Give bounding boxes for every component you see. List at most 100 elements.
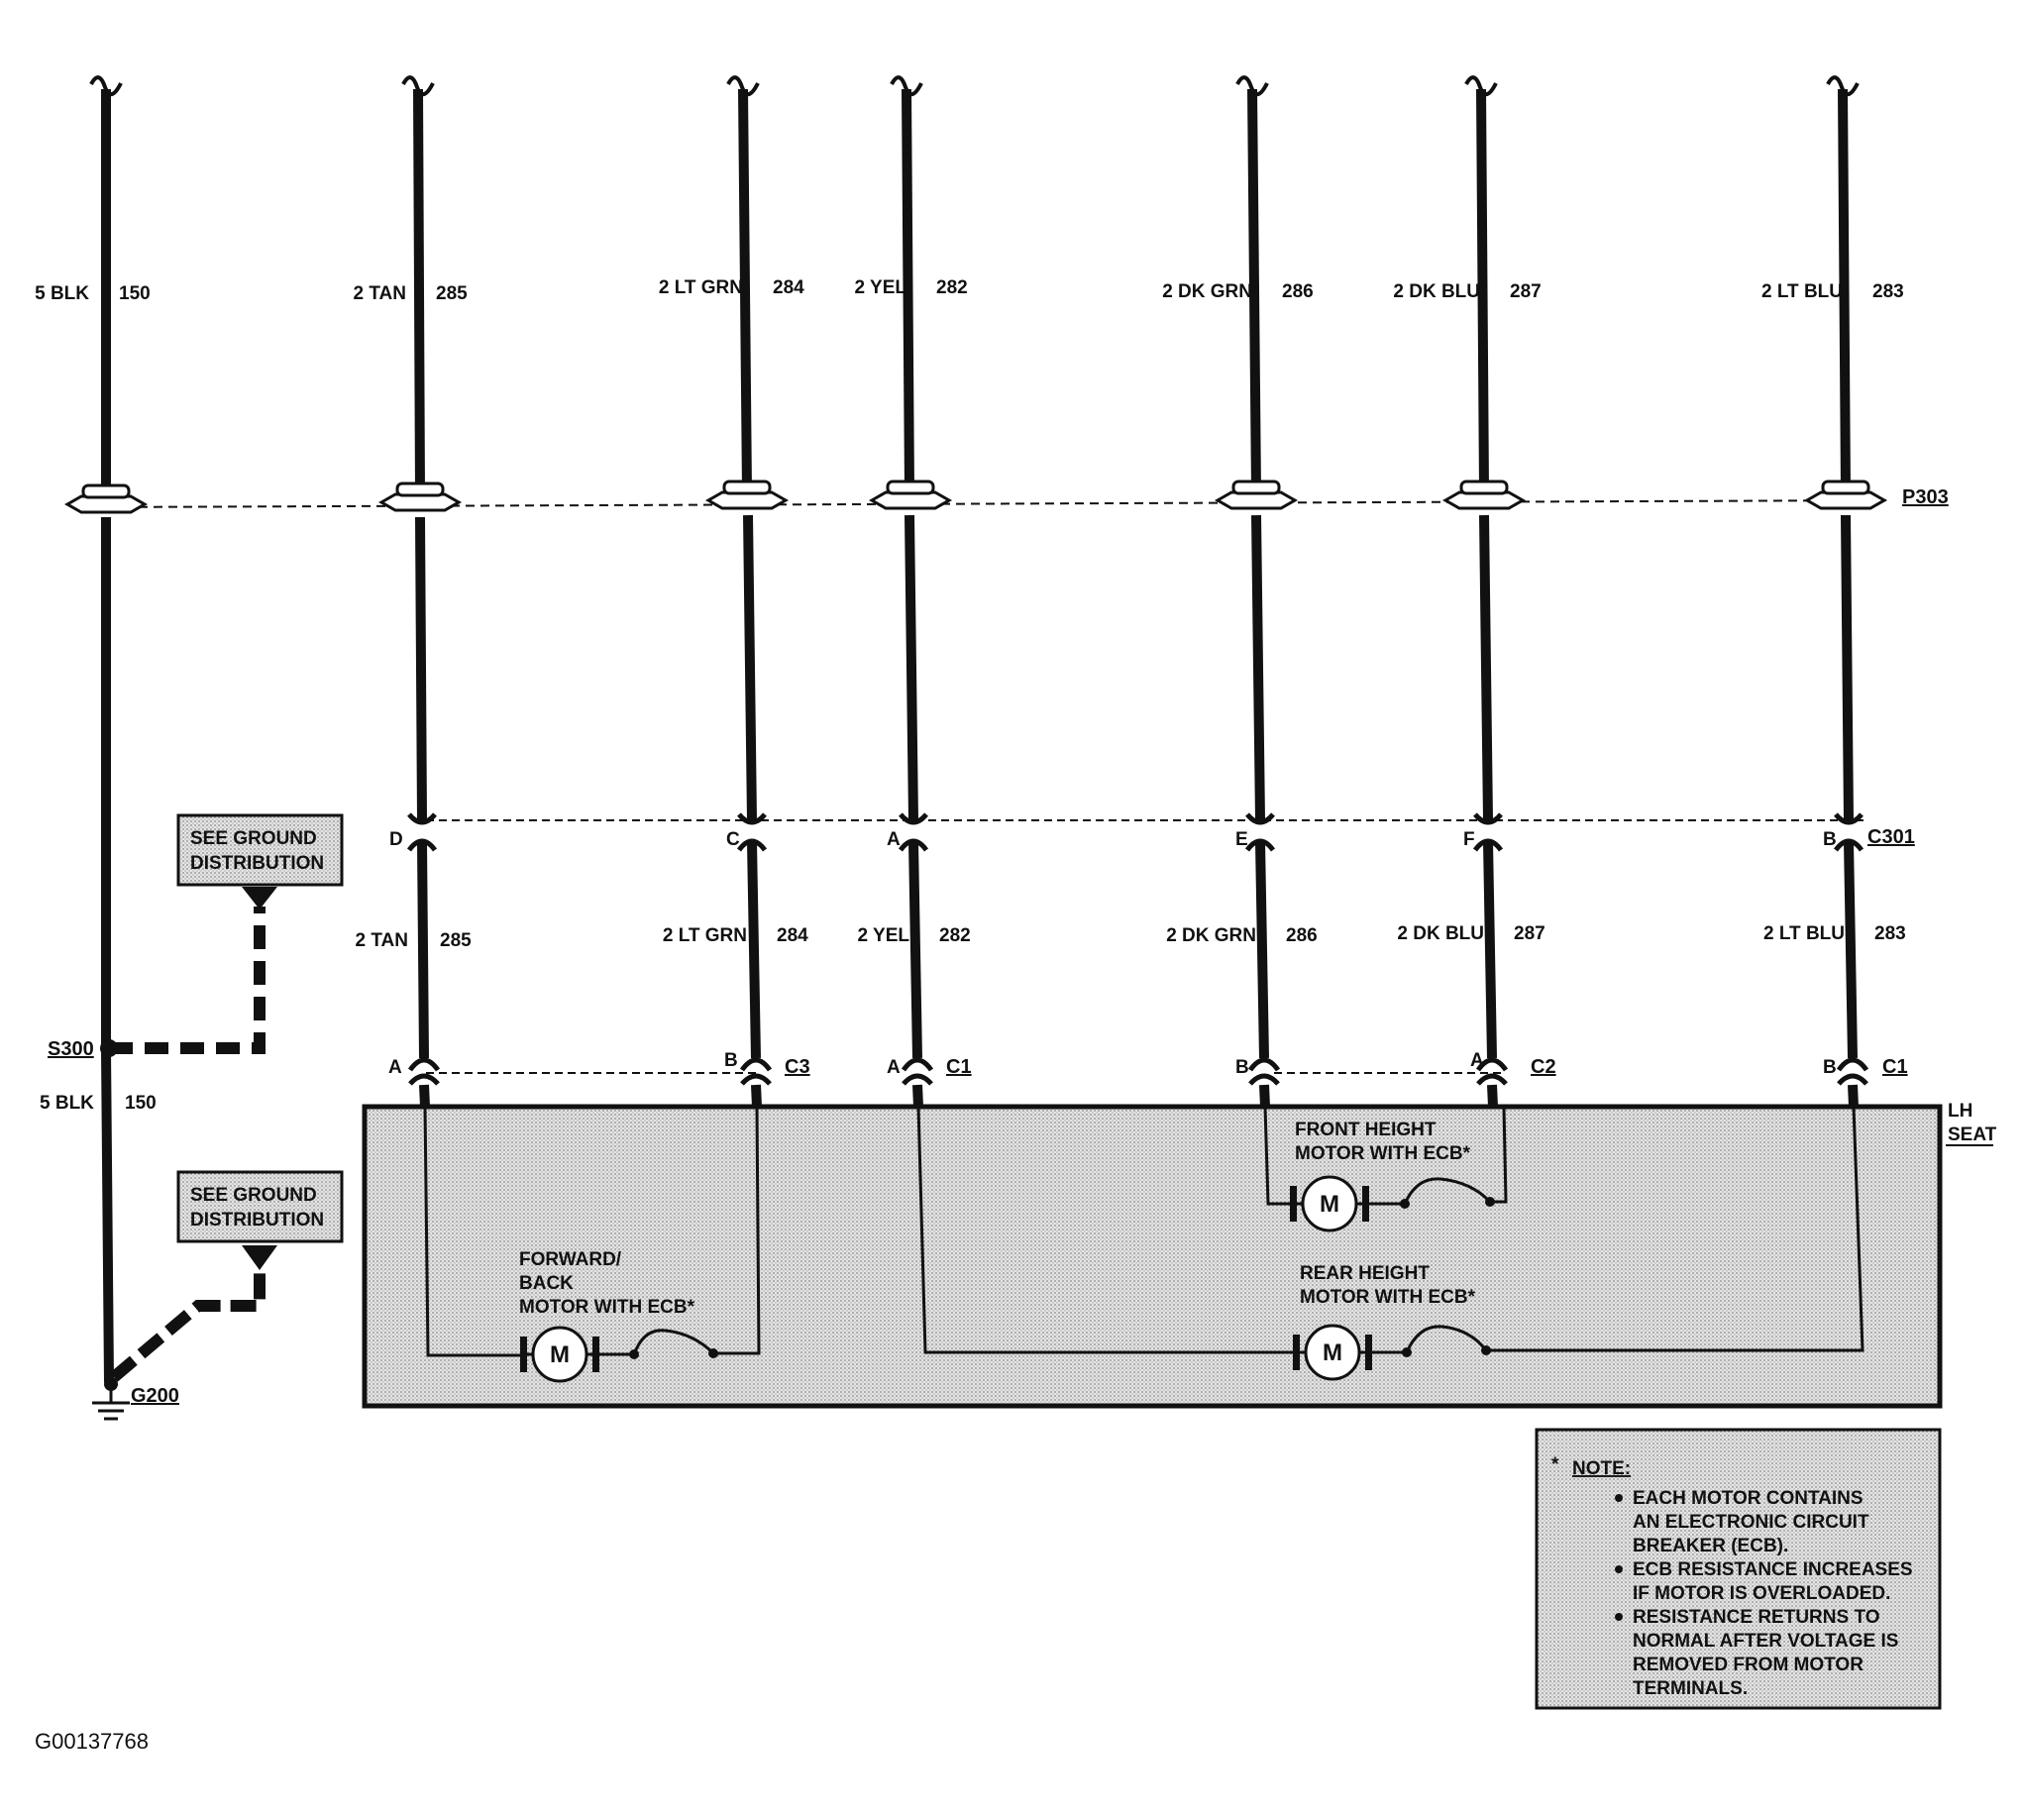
seat-connector-label-c1: C1 <box>1882 1056 1908 1078</box>
wire-285 <box>401 75 435 1108</box>
wire-color-label: 2 TAN <box>354 283 406 304</box>
p303-dashed-line <box>78 499 1893 508</box>
p303-terminal <box>377 482 463 512</box>
seat-label-line2: SEAT <box>1948 1124 1997 1145</box>
forward-back-motor-label-line-1: FORWARD/ <box>519 1249 622 1270</box>
rear-height-motor-label-line-1: REAR HEIGHT <box>1300 1263 1430 1284</box>
rear-height-motor-icon: M <box>1293 1324 1372 1381</box>
motor-symbol: M <box>1320 1191 1339 1218</box>
c301-pin <box>1833 812 1864 852</box>
c301-pin <box>406 812 438 852</box>
note-bullet-dot <box>1615 1494 1623 1502</box>
g200-dashed-leg <box>110 1271 266 1382</box>
p303-terminal <box>1214 480 1299 510</box>
wire-color-label: 2 YEL <box>858 925 910 946</box>
p303-terminal <box>1803 480 1888 510</box>
rear-height-motor-circuit <box>916 1106 1864 1354</box>
c301-pin <box>1472 812 1504 852</box>
ground-g200-icon <box>92 1377 130 1421</box>
c301-pin-label: F <box>1463 829 1475 850</box>
note-bullet-1-line-2: AN ELECTRONIC CIRCUIT <box>1633 1512 1869 1533</box>
p303-terminal <box>868 480 953 510</box>
seat-connector-pin <box>407 1057 441 1086</box>
wire-color-label: 5 BLK <box>35 283 89 304</box>
forward-back-motor-icon: M <box>520 1326 599 1383</box>
front-height-ecb-icon <box>1369 1177 1495 1209</box>
forward-back-motor-label-line-3: MOTOR WITH ECB* <box>519 1297 695 1318</box>
ground-ref-upper-line-1: SEE GROUND <box>190 828 317 849</box>
note-bullet-dot <box>1615 1565 1623 1573</box>
note-bullet-3-line-4: TERMINALS. <box>1633 1678 1748 1699</box>
wire-287 <box>1464 75 1498 1108</box>
seat-connector-label-c2: C2 <box>1531 1056 1556 1078</box>
wire-circuit-label: 282 <box>936 277 968 298</box>
wire-circuit-label: 283 <box>1872 281 1904 302</box>
forward-back-motor-circuit <box>423 1106 761 1357</box>
seat-connector-pin-label: A <box>887 1057 901 1078</box>
wire-150 <box>89 75 123 1383</box>
seat-connector-pin <box>1836 1057 1869 1086</box>
front-height-motor-label-line-1: FRONT HEIGHT <box>1295 1120 1437 1140</box>
wire-circuit-label: 283 <box>1874 923 1906 944</box>
seat-connector-pin-label: A <box>1470 1050 1484 1071</box>
c301-pin <box>1244 812 1276 852</box>
wire-circuit-label: 286 <box>1286 925 1318 946</box>
seat-label-line1: LH <box>1948 1101 1972 1122</box>
s300-label: S300 <box>48 1038 94 1060</box>
p303-terminal <box>704 480 790 510</box>
wire-circuit-label: 285 <box>440 930 472 951</box>
wire-color-label: 2 YEL <box>855 277 907 298</box>
c301-label: C301 <box>1867 826 1915 848</box>
wire-circuit-label: 286 <box>1282 281 1314 302</box>
note-bullet-1-line-3: BREAKER (ECB). <box>1633 1536 1788 1556</box>
p303-terminal <box>1441 480 1527 510</box>
note-bullet-3-line-3: REMOVED FROM MOTOR <box>1633 1655 1864 1675</box>
wire-284 <box>726 75 762 1108</box>
motor-symbol: M <box>1323 1339 1342 1366</box>
front-height-motor-icon: M <box>1290 1175 1369 1232</box>
wire-color-label: 2 DK BLU <box>1393 281 1480 302</box>
s300-splice-dot <box>100 1039 118 1057</box>
front-height-motor-circuit <box>1263 1106 1508 1206</box>
seat-connector-pin-label: B <box>1823 1057 1837 1078</box>
ground-ref-box-lower: SEE GROUND DISTRIBUTION <box>176 1170 344 1270</box>
wire-color-label: 2 LT GRN <box>663 925 747 946</box>
wire-282 <box>890 75 923 1108</box>
wire-circuit-label: 282 <box>939 925 971 946</box>
seat-connector-label-c1: C1 <box>946 1056 972 1078</box>
seat-connector-pin-label: B <box>724 1050 738 1071</box>
c301-pin <box>736 812 768 852</box>
seat-connector-pin <box>1247 1057 1281 1086</box>
wire-circuit-label: 284 <box>777 925 808 946</box>
wire-286 <box>1235 75 1270 1108</box>
rear-height-motor-label-line-2: MOTOR WITH ECB* <box>1300 1287 1476 1308</box>
ground-ref-upper-line-2: DISTRIBUTION <box>190 853 324 874</box>
c301-pin-label: D <box>389 829 403 850</box>
c301-pin-label: B <box>1823 829 1837 850</box>
note-bullet-3-line-1: RESISTANCE RETURNS TO <box>1633 1607 1880 1628</box>
wire-283 <box>1826 75 1860 1108</box>
s300-dashed-leg <box>109 907 266 1054</box>
c301-pin-label: C <box>726 829 740 850</box>
rear-height-ecb-icon <box>1372 1325 1491 1357</box>
seat-connector-pin-label: B <box>1235 1057 1249 1078</box>
front-height-motor-label-line-2: MOTOR WITH ECB* <box>1295 1143 1471 1164</box>
wire-color-label: 2 TAN <box>356 930 408 951</box>
wire-color-label: 2 DK GRN <box>1162 281 1252 302</box>
wire-color-label: 2 LT BLU <box>1763 923 1845 944</box>
p303-label: P303 <box>1902 486 1949 508</box>
c301-pin <box>898 812 929 852</box>
note-star: * <box>1551 1454 1559 1475</box>
p303-terminal <box>63 483 149 514</box>
seat-connector-pin <box>1475 1057 1509 1086</box>
figure-id: G00137768 <box>35 1729 149 1754</box>
wire-color-label: 2 DK GRN <box>1166 925 1256 946</box>
note-bullet-1-line-1: EACH MOTOR CONTAINS <box>1633 1488 1864 1509</box>
ground-wire-lower-circuit: 150 <box>125 1093 157 1114</box>
ground-ref-box-upper: SEE GROUND DISTRIBUTION <box>176 813 344 910</box>
wire-circuit-label: 150 <box>119 283 151 304</box>
lh-seat-panel <box>362 1104 1943 1409</box>
g200-label: G200 <box>131 1385 179 1407</box>
forward-back-ecb-icon <box>599 1329 718 1359</box>
